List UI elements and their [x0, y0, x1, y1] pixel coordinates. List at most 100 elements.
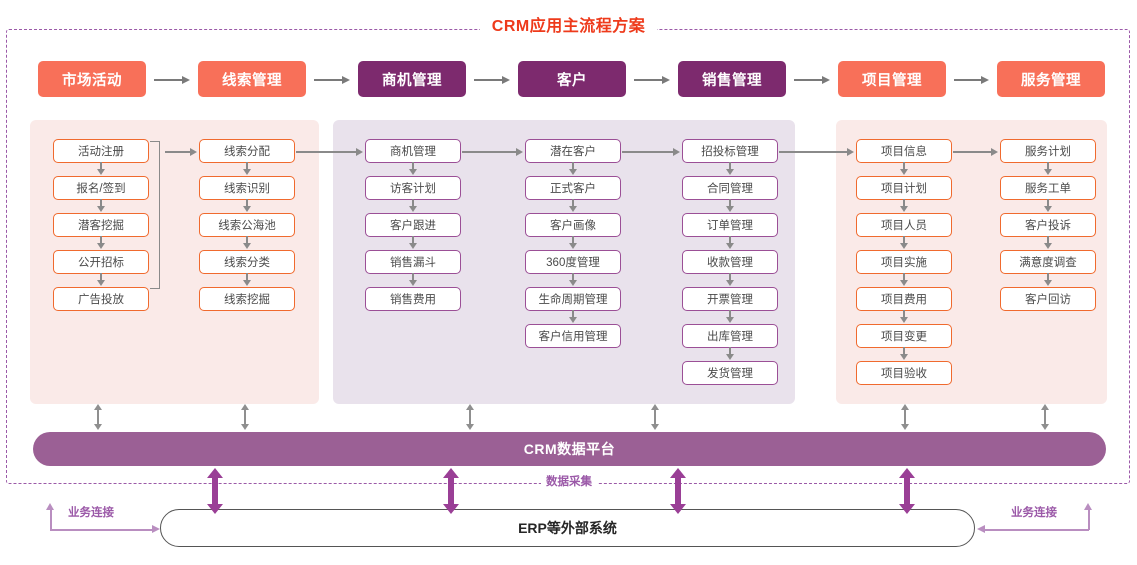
process-header-label: 服务管理 — [1021, 72, 1081, 89]
process-box[interactable]: 项目信息 — [856, 139, 952, 175]
process-box[interactable]: 项目费用 — [856, 287, 952, 323]
process-box-label: 客户投诉 — [1025, 220, 1071, 232]
process-box[interactable]: 360度管理 — [525, 250, 621, 286]
process-box[interactable]: 招投标管理 — [682, 139, 778, 175]
process-box[interactable]: 开票管理 — [682, 287, 778, 323]
process-header-1[interactable]: 市场活动 — [38, 61, 146, 97]
process-box-label: 项目费用 — [881, 294, 927, 306]
process-box-label: 客户跟进 — [390, 220, 436, 232]
process-box-label: 潜在客户 — [550, 146, 596, 158]
process-box-label: 满意度调查 — [1019, 257, 1077, 269]
process-box[interactable]: 线索挖掘 — [199, 287, 295, 311]
column-group-bracket — [150, 141, 160, 289]
column-customer: 潜在客户正式客户客户画像 360度管理生命周期管理客户信用管理 — [525, 139, 621, 361]
biz-left-arrowhead-up — [46, 503, 54, 510]
process-box[interactable]: 正式客户 — [525, 176, 621, 212]
process-box-label: 公开招标 — [78, 257, 124, 269]
process-box[interactable]: 客户画像 — [525, 213, 621, 249]
process-box-label: 线索公海池 — [218, 220, 276, 232]
platform-link-arrow-6 — [1039, 404, 1051, 430]
process-box[interactable]: 满意度调查 — [1000, 250, 1096, 286]
process-box[interactable]: 客户信用管理 — [525, 324, 621, 348]
process-box[interactable]: 项目变更 — [856, 324, 952, 360]
process-header-4[interactable]: 客户 — [518, 61, 626, 97]
process-box[interactable]: 线索识别 — [199, 176, 295, 212]
process-box[interactable]: 报名/签到 — [53, 176, 149, 212]
process-box[interactable]: 项目验收 — [856, 361, 952, 385]
process-box[interactable]: 订单管理 — [682, 213, 778, 249]
process-header-6[interactable]: 项目管理 — [838, 61, 946, 97]
process-box[interactable]: 潜客挖掘 — [53, 213, 149, 249]
biz-right-arrowhead-up — [1084, 503, 1092, 510]
process-box[interactable]: 项目实施 — [856, 250, 952, 286]
header-arrow-3 — [474, 74, 510, 86]
process-box-label: 线索挖掘 — [224, 294, 270, 306]
process-box[interactable]: 线索分配 — [199, 139, 295, 175]
arrow-sales-to-project — [779, 147, 854, 157]
process-box[interactable]: 生命周期管理 — [525, 287, 621, 323]
process-box[interactable]: 项目人员 — [856, 213, 952, 249]
arrow-customer-to-sales — [622, 147, 680, 157]
column-lead-management: 线索分配线索识别线索公海池线索分类线索挖掘 — [199, 139, 295, 324]
process-box-label: 广告投放 — [78, 294, 124, 306]
process-box-label: 合同管理 — [707, 183, 753, 195]
header-arrow-6 — [954, 74, 989, 86]
process-header-7[interactable]: 服务管理 — [997, 61, 1105, 97]
process-box[interactable]: 客户回访 — [1000, 287, 1096, 311]
header-arrow-2 — [314, 74, 350, 86]
page-title: CRM应用主流程方案 — [0, 12, 1137, 36]
crm-data-platform-bar: CRM数据平台 — [33, 432, 1106, 466]
process-box-label: 服务计划 — [1025, 146, 1071, 158]
process-box-label: 客户画像 — [550, 220, 596, 232]
header-arrow-4 — [634, 74, 670, 86]
process-header-label: 市场活动 — [62, 72, 122, 89]
process-box[interactable]: 收款管理 — [682, 250, 778, 286]
process-box[interactable]: 访客计划 — [365, 176, 461, 212]
process-box[interactable]: 线索分类 — [199, 250, 295, 286]
process-box-label: 项目人员 — [881, 220, 927, 232]
process-header-3[interactable]: 商机管理 — [358, 61, 466, 97]
process-box-label: 活动注册 — [78, 146, 124, 158]
biz-left-arrowhead-right — [152, 525, 160, 533]
platform-link-arrow-2 — [239, 404, 251, 430]
column-sales-management: 招投标管理合同管理订单管理收款管理开票管理出库管理发货管理 — [682, 139, 778, 398]
header-arrow-1 — [154, 74, 190, 86]
arrow-market-to-lead — [165, 147, 197, 157]
process-box-label: 生命周期管理 — [538, 294, 608, 306]
process-box[interactable]: 客户投诉 — [1000, 213, 1096, 249]
process-box[interactable]: 出库管理 — [682, 324, 778, 360]
process-box-label: 商机管理 — [390, 146, 436, 158]
process-box-label: 销售漏斗 — [390, 257, 436, 269]
biz-left-horizontal — [50, 529, 155, 531]
column-market-activity: 活动注册报名/签到潜客挖掘公开招标广告投放 — [53, 139, 149, 324]
process-box[interactable]: 服务计划 — [1000, 139, 1096, 175]
process-box[interactable]: 项目计划 — [856, 176, 952, 212]
process-box-label: 项目信息 — [881, 146, 927, 158]
process-box[interactable]: 活动注册 — [53, 139, 149, 175]
process-header-2[interactable]: 线索管理 — [198, 61, 306, 97]
biz-right-vertical — [1088, 510, 1090, 530]
process-box-label: 销售费用 — [390, 294, 436, 306]
process-box-label: 线索分配 — [224, 146, 270, 158]
process-header-5[interactable]: 销售管理 — [678, 61, 786, 97]
column-project-management: 项目信息项目计划项目人员项目实施项目费用项目变更项目验收 — [856, 139, 952, 398]
process-box[interactable]: 发货管理 — [682, 361, 778, 385]
biz-right-horizontal — [985, 529, 1089, 531]
data-collection-arrow-right — [899, 468, 915, 514]
process-box[interactable]: 销售漏斗 — [365, 250, 461, 286]
process-box[interactable]: 商机管理 — [365, 139, 461, 175]
process-header-label: 线索管理 — [222, 72, 282, 89]
process-box[interactable]: 潜在客户 — [525, 139, 621, 175]
process-box[interactable]: 公开招标 — [53, 250, 149, 286]
process-box[interactable]: 线索公海池 — [199, 213, 295, 249]
process-box[interactable]: 服务工单 — [1000, 176, 1096, 212]
process-box[interactable]: 广告投放 — [53, 287, 149, 311]
process-box-label: 发货管理 — [707, 368, 753, 380]
process-box[interactable]: 销售费用 — [365, 287, 461, 311]
process-box[interactable]: 客户跟进 — [365, 213, 461, 249]
process-box-label: 招投标管理 — [701, 146, 759, 158]
process-box-label: 360度管理 — [546, 257, 600, 269]
column-service-management: 服务计划服务工单客户投诉满意度调查客户回访 — [1000, 139, 1096, 324]
process-header-label: 销售管理 — [702, 72, 762, 89]
process-box[interactable]: 合同管理 — [682, 176, 778, 212]
